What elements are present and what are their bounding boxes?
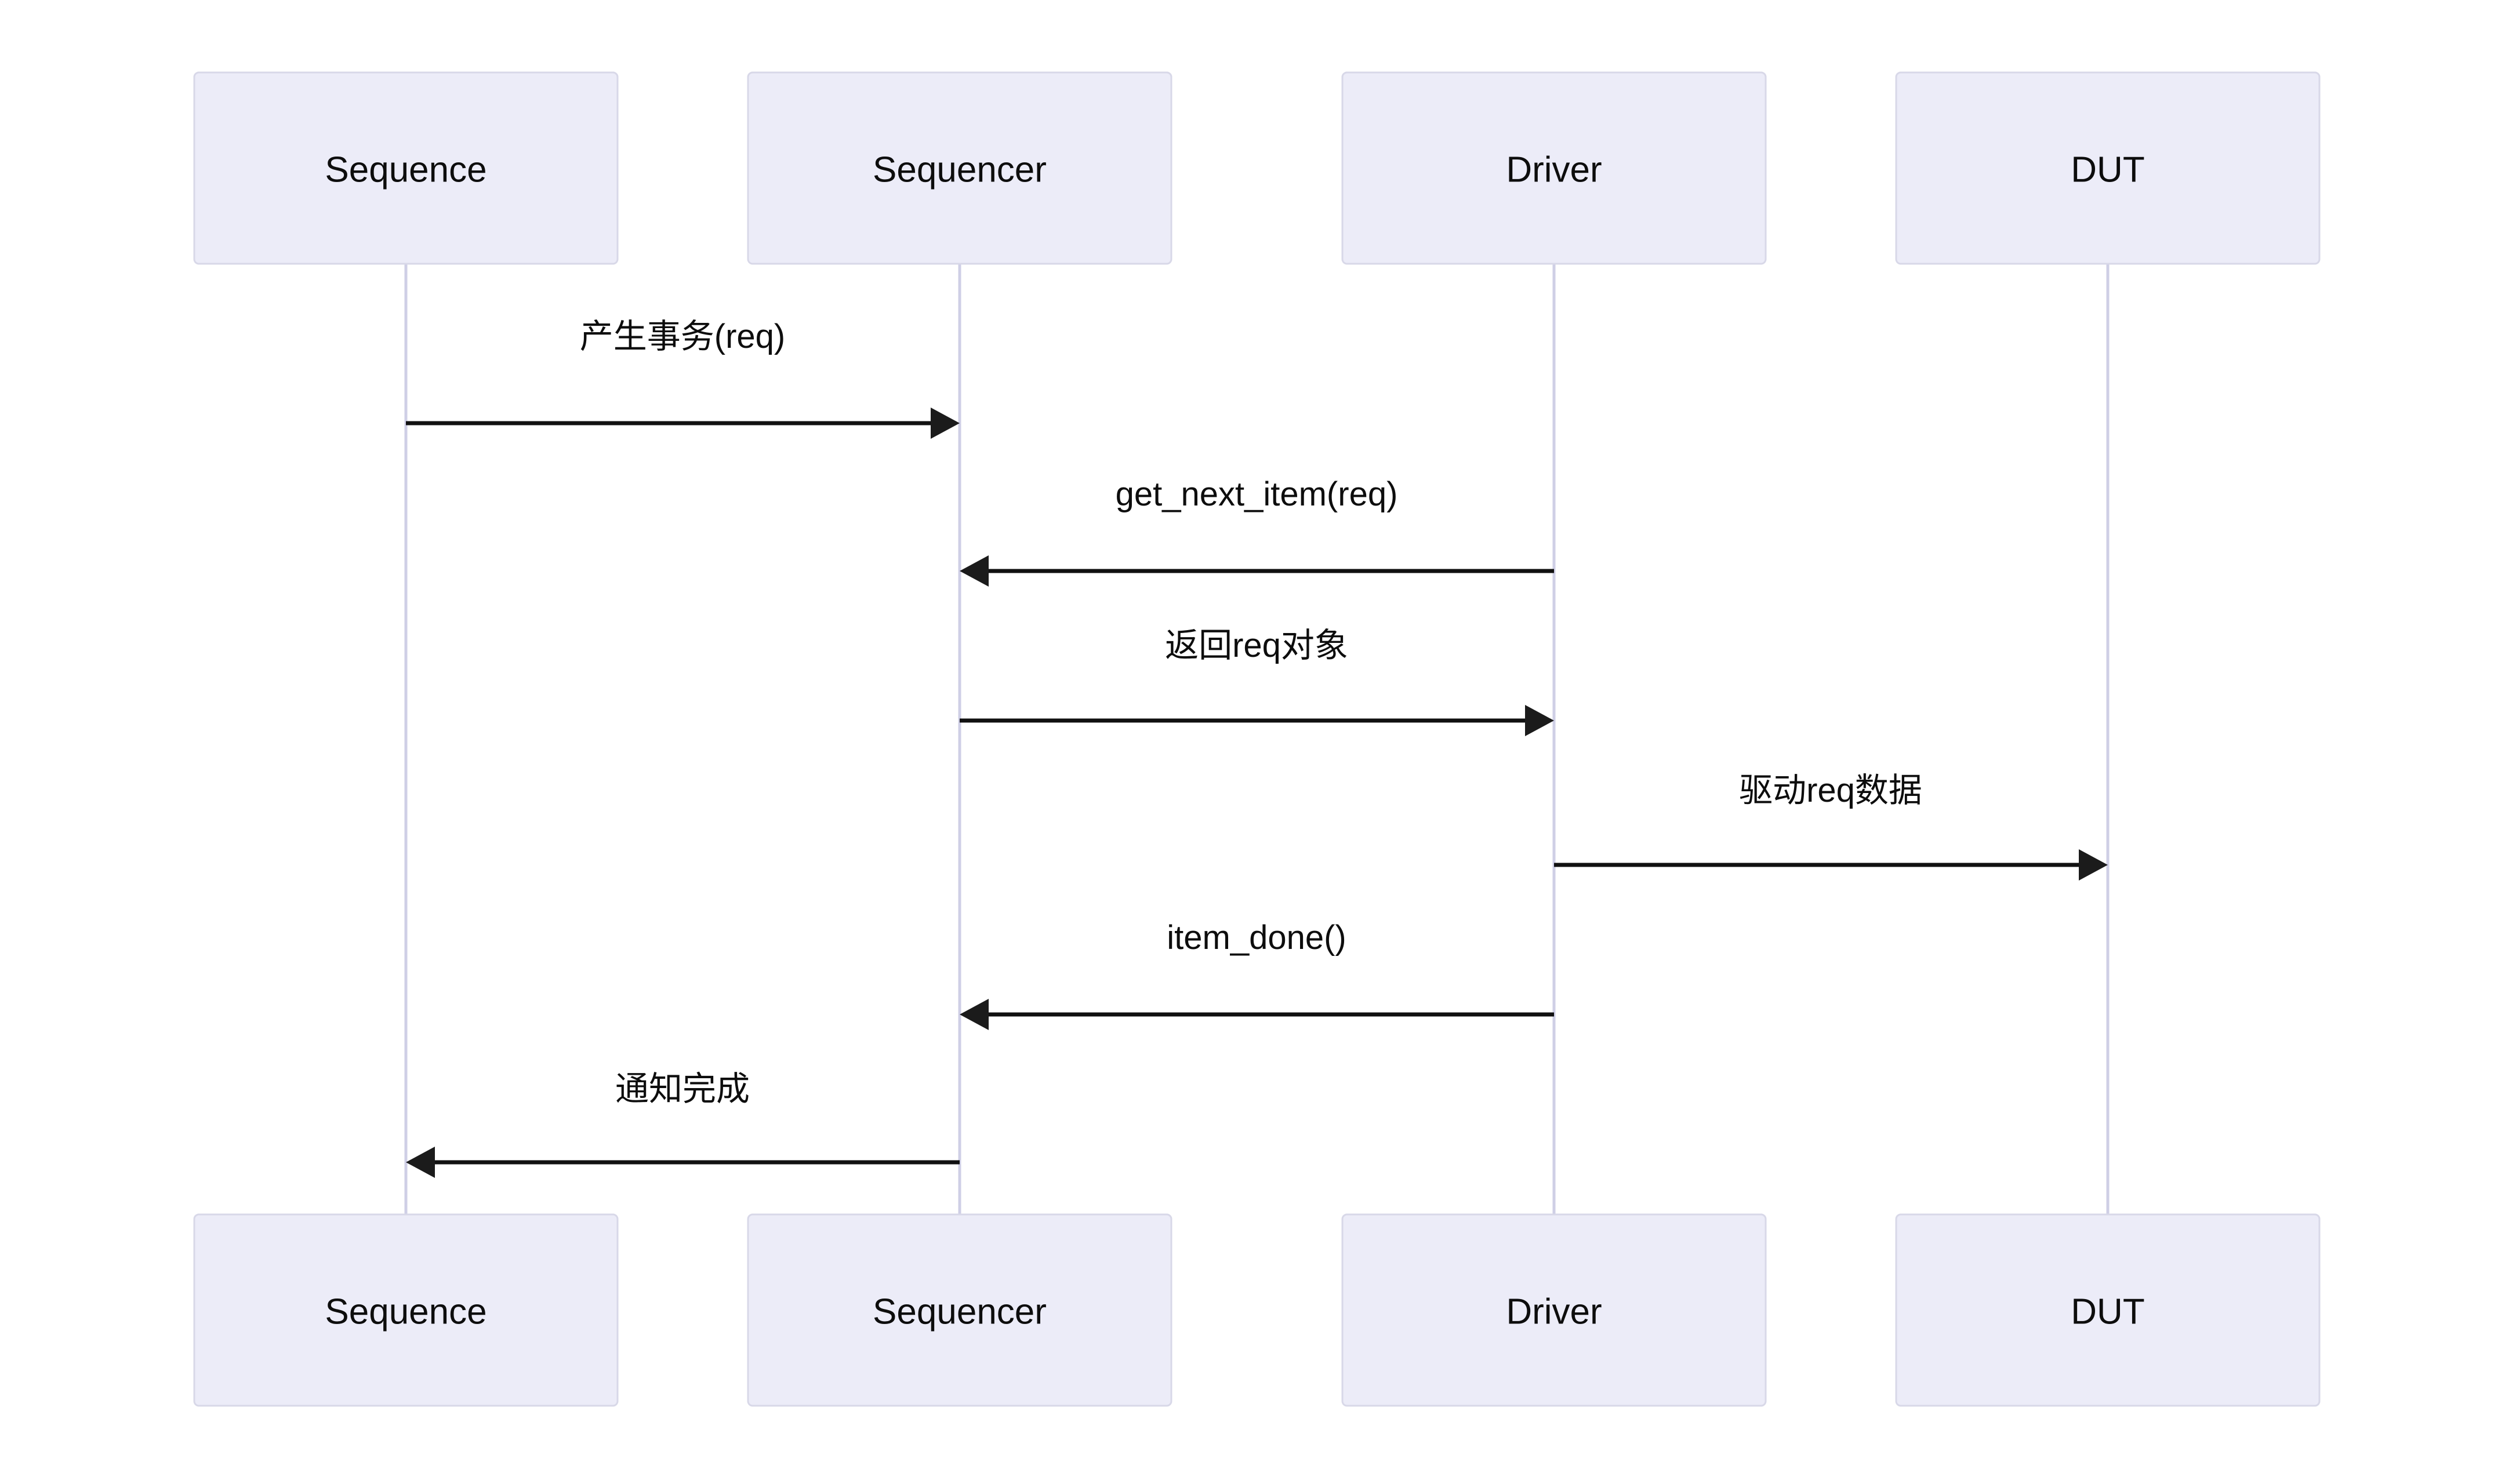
message-3[interactable]: 返回req对象 bbox=[960, 627, 1554, 736]
lifelines-group bbox=[404, 264, 2110, 1214]
participant-box-top-driver[interactable] bbox=[1341, 71, 1767, 265]
participant-box-bottom-sequence[interactable] bbox=[193, 1213, 619, 1407]
participant-box-bottom-dut[interactable] bbox=[1895, 1213, 2321, 1407]
message-arrowhead-left-6 bbox=[406, 1147, 435, 1178]
participants-bottom-group: Sequence Sequencer Driver DUT bbox=[193, 1213, 2321, 1407]
message-label-1: 产生事务(req) bbox=[580, 318, 785, 355]
message-arrowhead-left-2 bbox=[960, 555, 989, 587]
participant-box-top-sequence[interactable] bbox=[193, 71, 619, 265]
message-1[interactable]: 产生事务(req) bbox=[406, 318, 960, 439]
participant-top-driver[interactable]: Driver bbox=[1341, 71, 1767, 265]
participant-label-bottom-driver: Driver bbox=[1506, 1292, 1602, 1332]
participant-bottom-dut[interactable]: DUT bbox=[1895, 1213, 2321, 1407]
participants-top-group: Sequence Sequencer Driver DUT bbox=[193, 71, 2321, 265]
message-arrowhead-left-5 bbox=[960, 999, 989, 1030]
participant-top-sequencer[interactable]: Sequencer bbox=[747, 71, 1172, 265]
participant-label-bottom-sequence: Sequence bbox=[325, 1292, 487, 1332]
participant-label-top-sequencer: Sequencer bbox=[873, 150, 1047, 190]
participant-box-bottom-driver[interactable] bbox=[1341, 1213, 1767, 1407]
participant-bottom-driver[interactable]: Driver bbox=[1341, 1213, 1767, 1407]
participant-label-top-driver: Driver bbox=[1506, 150, 1602, 190]
participant-label-bottom-sequencer: Sequencer bbox=[873, 1292, 1047, 1332]
message-5[interactable]: item_done() bbox=[960, 919, 1554, 1030]
participant-box-top-sequencer[interactable] bbox=[747, 71, 1172, 265]
participant-box-top-dut[interactable] bbox=[1895, 71, 2321, 265]
participant-top-sequence[interactable]: Sequence bbox=[193, 71, 619, 265]
message-label-4: 驱动req数据 bbox=[1739, 772, 1922, 809]
message-label-6: 通知完成 bbox=[615, 1070, 750, 1108]
message-6[interactable]: 通知完成 bbox=[406, 1070, 960, 1178]
message-label-5: item_done() bbox=[1167, 919, 1346, 956]
participant-box-bottom-sequencer[interactable] bbox=[747, 1213, 1172, 1407]
participant-bottom-sequence[interactable]: Sequence bbox=[193, 1213, 619, 1407]
message-arrowhead-right-1 bbox=[931, 408, 960, 439]
messages-group: 产生事务(req) get_next_item(req) 返回req对象 驱动r… bbox=[406, 318, 2108, 1178]
message-4[interactable]: 驱动req数据 bbox=[1554, 772, 2108, 881]
message-2[interactable]: get_next_item(req) bbox=[960, 475, 1554, 587]
participant-label-top-dut: DUT bbox=[2071, 150, 2144, 190]
message-arrowhead-right-3 bbox=[1525, 705, 1554, 736]
participant-label-bottom-dut: DUT bbox=[2071, 1292, 2144, 1332]
message-arrowhead-right-4 bbox=[2079, 849, 2108, 881]
participant-top-dut[interactable]: DUT bbox=[1895, 71, 2321, 265]
participant-bottom-sequencer[interactable]: Sequencer bbox=[747, 1213, 1172, 1407]
message-label-2: get_next_item(req) bbox=[1116, 475, 1398, 513]
participant-label-top-sequence: Sequence bbox=[325, 150, 487, 190]
message-label-3: 返回req对象 bbox=[1165, 627, 1348, 664]
